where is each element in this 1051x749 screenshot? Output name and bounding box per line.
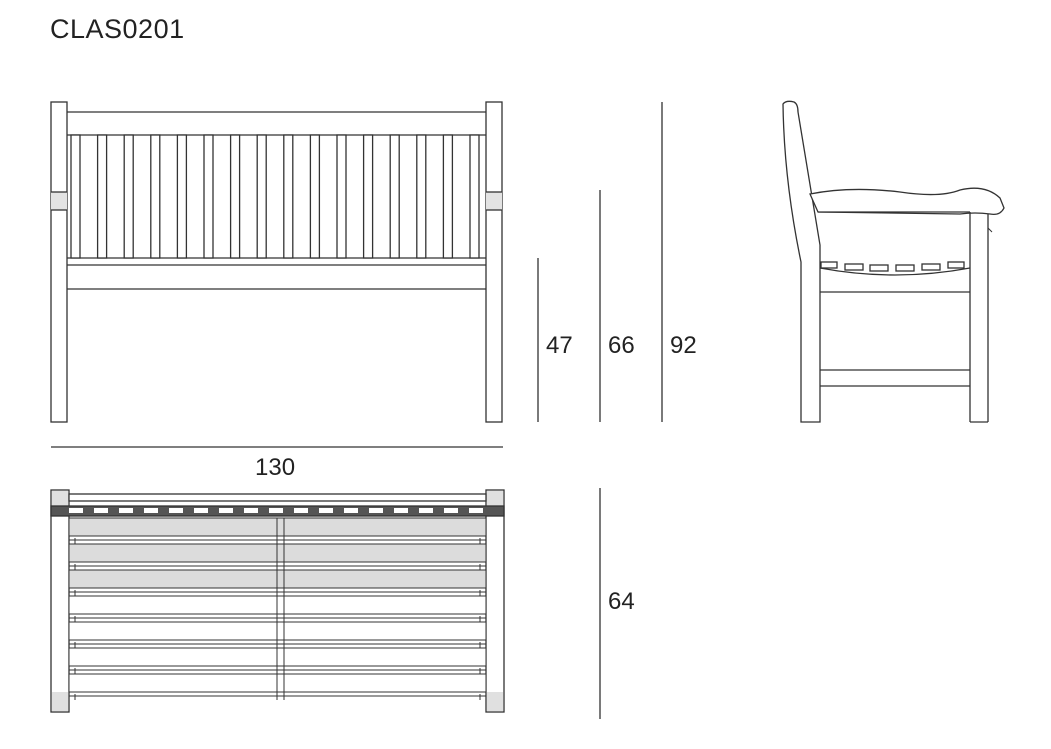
product-code: CLAS0201 <box>50 14 185 44</box>
back-slat <box>96 134 108 259</box>
back-slat <box>256 134 267 259</box>
slat-mark <box>144 508 158 513</box>
front-view <box>50 101 503 423</box>
arm-height-label: 66 <box>608 332 635 359</box>
side-view <box>782 100 1005 423</box>
slat-mark <box>394 508 408 513</box>
slat-mark <box>219 508 233 513</box>
slat-mark <box>294 508 308 513</box>
side-armrest <box>809 187 1005 216</box>
back-slat <box>229 134 241 259</box>
back-slat <box>203 134 214 259</box>
back-slat <box>416 134 427 259</box>
slat-mark <box>244 508 258 513</box>
top-right-end <box>485 489 505 713</box>
side-seat-slats <box>820 261 965 272</box>
slat-mark <box>319 508 333 513</box>
slat-mark <box>269 508 283 513</box>
back-slat <box>469 134 480 259</box>
backrest-slat-marks <box>69 508 483 513</box>
total-height-label: 92 <box>670 332 697 359</box>
side-back-leg <box>782 100 821 423</box>
back-slat <box>442 134 454 259</box>
slat-mark <box>469 508 483 513</box>
slat-mark <box>369 508 383 513</box>
width-label: 130 <box>255 454 296 481</box>
depth-label: 64 <box>608 588 635 615</box>
back-slat <box>150 134 161 259</box>
slat-mark <box>94 508 108 513</box>
back-slat <box>176 134 188 259</box>
slat-mark <box>119 508 133 513</box>
seat-height-label: 47 <box>546 332 573 359</box>
back-slat <box>70 134 81 259</box>
slat-mark <box>69 508 83 513</box>
back-slat <box>309 134 321 259</box>
top-left-end <box>50 489 70 713</box>
slat-mark <box>419 508 433 513</box>
slat-mark <box>344 508 358 513</box>
back-slat <box>336 134 347 259</box>
back-slat <box>123 134 134 259</box>
top-view <box>50 489 505 713</box>
back-slat <box>389 134 400 259</box>
slat-mark <box>194 508 208 513</box>
slat-mark <box>169 508 183 513</box>
front-left-post <box>50 101 68 423</box>
back-slat <box>362 134 374 259</box>
back-slats <box>70 134 480 259</box>
slat-mark <box>444 508 458 513</box>
back-slat <box>283 134 294 259</box>
front-right-post <box>485 101 503 423</box>
